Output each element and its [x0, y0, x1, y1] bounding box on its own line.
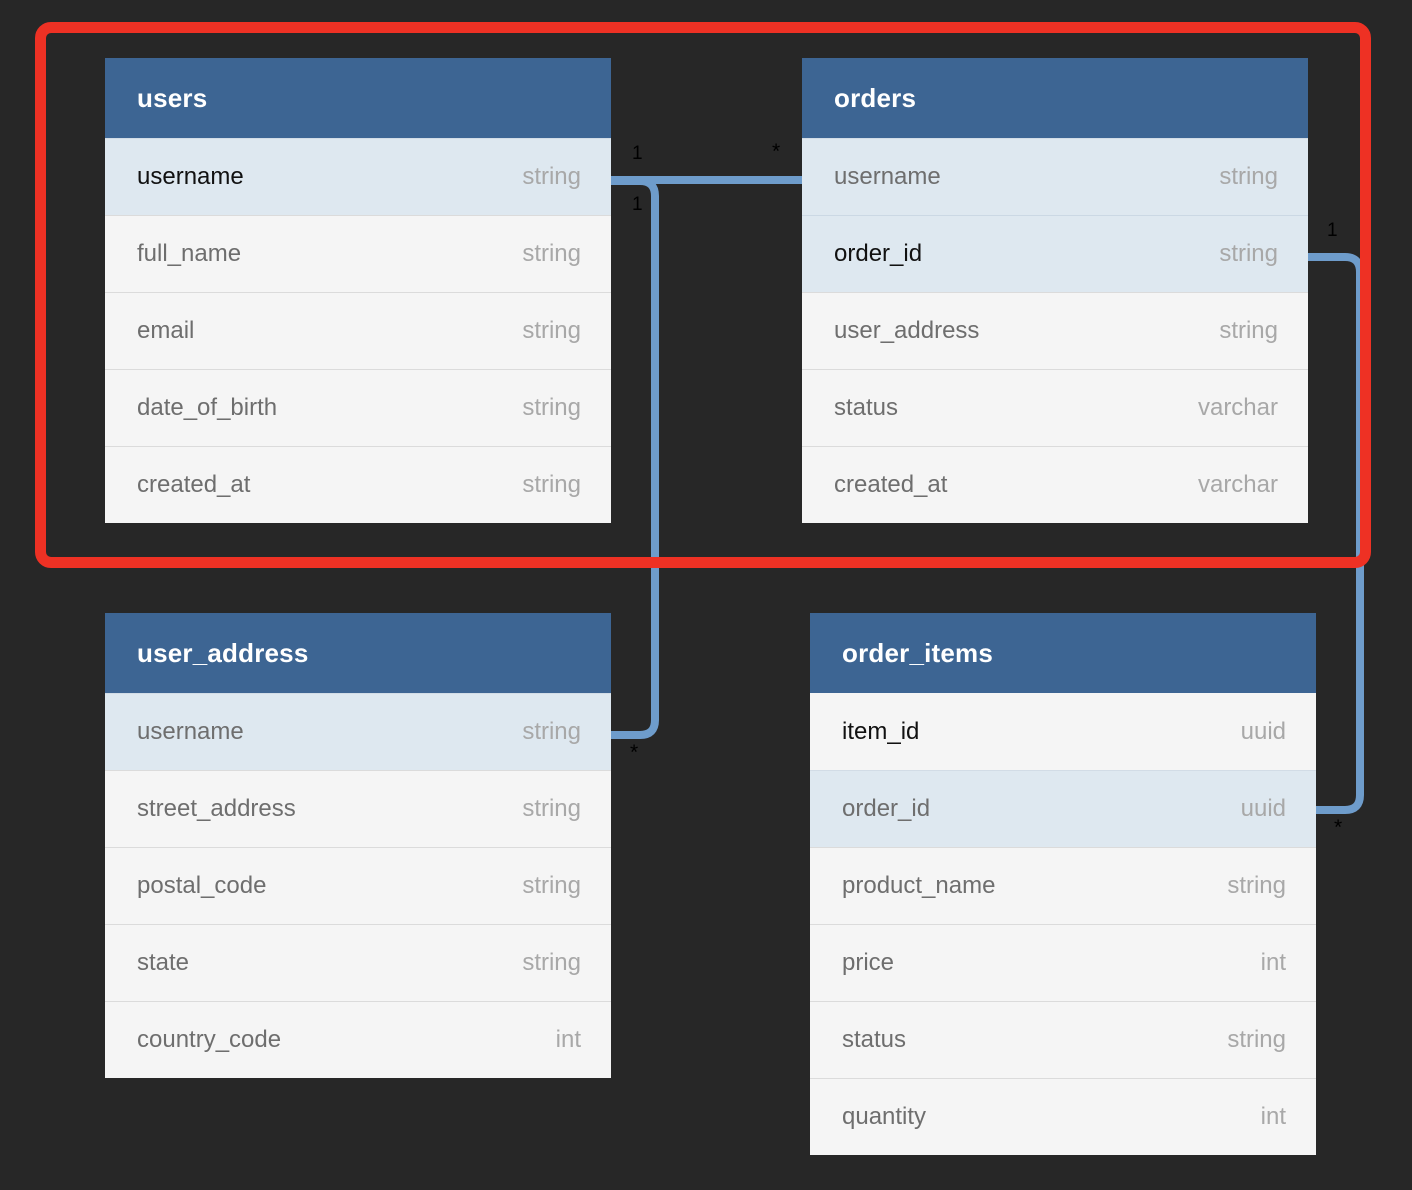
column-type: int	[1260, 949, 1286, 976]
table-row[interactable]: status varchar	[802, 369, 1308, 446]
entity-columns-orders: username string order_id string user_add…	[802, 138, 1308, 523]
entity-columns-order-items: item_id uuid order_id uuid product_name …	[810, 693, 1316, 1155]
table-row[interactable]: full_name string	[105, 215, 611, 292]
table-row[interactable]: created_at varchar	[802, 446, 1308, 523]
column-name: status	[834, 394, 899, 421]
column-name: quantity	[842, 1103, 927, 1130]
column-type: string	[522, 240, 581, 267]
entity-columns-user-address: username string street_address string po…	[105, 693, 611, 1078]
table-row[interactable]: postal_code string	[105, 847, 611, 924]
column-type: string	[522, 317, 581, 344]
column-type: varchar	[1197, 471, 1278, 498]
table-row[interactable]: street_address string	[105, 770, 611, 847]
column-type: string	[522, 394, 581, 421]
table-row[interactable]: user_address string	[802, 292, 1308, 369]
column-type: string	[1219, 240, 1278, 267]
column-name: username	[137, 163, 244, 190]
column-type: string	[1227, 1026, 1286, 1053]
table-row[interactable]: email string	[105, 292, 611, 369]
column-name: email	[137, 317, 195, 344]
column-type: uuid	[1240, 717, 1286, 745]
entity-columns-users: username string full_name string email s…	[105, 138, 611, 523]
column-name: street_address	[137, 795, 296, 822]
table-row[interactable]: price int	[810, 924, 1316, 1001]
entity-order-items[interactable]: order_items item_id uuid order_id uuid p…	[810, 613, 1316, 1155]
column-type: int	[555, 1026, 581, 1053]
cardinality-label-users-address-many: *	[630, 741, 639, 764]
column-type: uuid	[1240, 795, 1286, 822]
relationship-users-to-user-address	[611, 177, 659, 739]
cardinality-label-users-orders-one: 1	[632, 143, 643, 164]
table-row[interactable]: username string	[105, 138, 611, 215]
column-name: item_id	[842, 717, 920, 745]
column-type: string	[522, 872, 581, 899]
entity-title-user-address: user_address	[105, 613, 611, 693]
table-row[interactable]: item_id uuid	[810, 693, 1316, 770]
entity-orders[interactable]: orders username string order_id string u…	[802, 58, 1308, 523]
table-row[interactable]: quantity int	[810, 1078, 1316, 1155]
table-row[interactable]: username string	[802, 138, 1308, 215]
cardinality-label-users-address-one: 1	[632, 194, 643, 215]
column-type: string	[522, 795, 581, 822]
table-row[interactable]: product_name string	[810, 847, 1316, 924]
column-name: price	[842, 949, 895, 976]
column-type: string	[522, 163, 581, 190]
table-row[interactable]: order_id uuid	[810, 770, 1316, 847]
column-name: full_name	[137, 240, 242, 267]
table-row[interactable]: created_at string	[105, 446, 611, 523]
table-row[interactable]: date_of_birth string	[105, 369, 611, 446]
entity-title-orders: orders	[802, 58, 1308, 138]
column-name: order_id	[842, 795, 931, 822]
table-row[interactable]: state string	[105, 924, 611, 1001]
column-name: order_id	[834, 240, 923, 267]
column-type: string	[1219, 317, 1278, 344]
column-type: string	[522, 718, 581, 745]
column-name: created_at	[834, 471, 948, 498]
column-name: username	[834, 163, 941, 190]
cardinality-label-orders-items-many: *	[1334, 816, 1343, 839]
column-type: string	[522, 949, 581, 976]
column-name: state	[137, 949, 190, 976]
entity-title-order-items: order_items	[810, 613, 1316, 693]
column-type: varchar	[1197, 394, 1278, 421]
column-name: status	[842, 1026, 907, 1053]
column-name: postal_code	[137, 872, 267, 899]
column-name: country_code	[137, 1026, 282, 1053]
table-row[interactable]: order_id string	[802, 215, 1308, 292]
table-row[interactable]: status string	[810, 1001, 1316, 1078]
column-type: string	[1227, 872, 1286, 899]
column-name: username	[137, 718, 244, 745]
column-name: date_of_birth	[137, 394, 278, 421]
column-name: product_name	[842, 872, 996, 899]
column-name: user_address	[834, 317, 980, 344]
entity-users[interactable]: users username string full_name string e…	[105, 58, 611, 523]
cardinality-label-users-orders-many: *	[772, 140, 781, 163]
cardinality-label-orders-items-one: 1	[1327, 220, 1338, 241]
entity-title-users: users	[105, 58, 611, 138]
column-type: string	[1219, 163, 1278, 190]
table-row[interactable]: username string	[105, 693, 611, 770]
column-name: created_at	[137, 471, 251, 498]
table-row[interactable]: country_code int	[105, 1001, 611, 1078]
column-type: int	[1260, 1103, 1286, 1130]
column-type: string	[522, 471, 581, 498]
entity-user-address[interactable]: user_address username string street_addr…	[105, 613, 611, 1078]
